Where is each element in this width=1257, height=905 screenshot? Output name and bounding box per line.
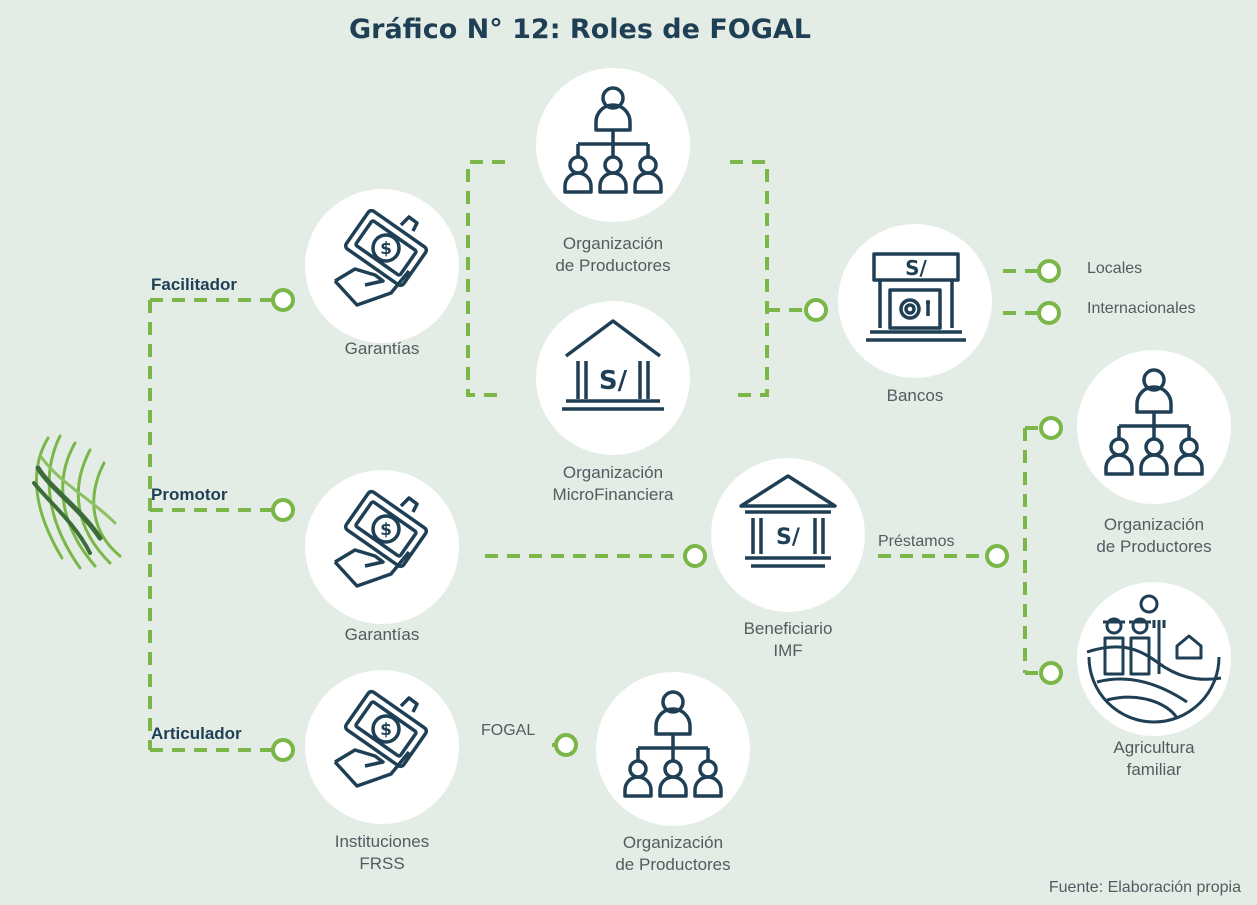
articulador-node xyxy=(271,738,295,762)
bancos-circle: S/ xyxy=(838,224,992,378)
promotor-node xyxy=(271,498,295,522)
instituciones-frss-circle: $ xyxy=(305,670,459,824)
org-productores-bottom-circle xyxy=(596,672,750,826)
org-microfinanciera-label: Organización MicroFinanciera xyxy=(552,463,674,504)
role-promotor: Promotor xyxy=(151,485,228,504)
beneficiario-imf-circle: S/ xyxy=(711,458,865,612)
org-right-node xyxy=(1039,416,1063,440)
fogal-node xyxy=(554,733,578,757)
farmers-field-icon xyxy=(1086,594,1222,724)
svg-text:S/: S/ xyxy=(599,366,628,396)
facilitador-node xyxy=(271,288,295,312)
garantias-label-1: Garantías xyxy=(344,339,420,358)
svg-text:S/: S/ xyxy=(776,525,801,550)
org-productores-top-circle xyxy=(536,68,690,222)
org-productores-bottom-label: Organización de Productores xyxy=(615,833,731,874)
org-microfinanciera-circle: S/ xyxy=(536,301,690,455)
svg-text:$: $ xyxy=(380,720,392,740)
money-hand-icon: $ xyxy=(333,208,429,307)
prestamos-node xyxy=(985,544,1009,568)
agricultura-node xyxy=(1039,661,1063,685)
page-title: Gráfico N° 12: Roles de FOGAL xyxy=(348,14,811,45)
money-hand-icon: $ xyxy=(333,689,429,788)
agricultura-familiar-label: Agricultura familiar xyxy=(1113,738,1195,779)
bancos-node xyxy=(804,298,828,322)
bracket-left xyxy=(466,160,505,397)
svg-text:$: $ xyxy=(380,239,392,259)
org-chart-icon xyxy=(563,86,663,194)
bank-building-icon: S/ xyxy=(562,319,664,411)
imf-node xyxy=(683,544,707,568)
bank-building-icon: S/ xyxy=(739,474,837,568)
org-productores-right-label: Organización de Productores xyxy=(1096,515,1212,556)
role-facilitador: Facilitador xyxy=(151,275,237,294)
source-note: Fuente: Elaboración propia xyxy=(1048,879,1241,896)
svg-text:S/: S/ xyxy=(905,256,927,280)
fogal-logo xyxy=(32,434,122,570)
locales-label: Locales xyxy=(1087,260,1143,277)
garantias-icon-circle-2: $ xyxy=(305,470,459,624)
role-articulador: Articulador xyxy=(151,724,242,743)
bancos-label: Bancos xyxy=(886,386,944,405)
org-chart-icon xyxy=(623,690,723,798)
agricultura-familiar-circle xyxy=(1077,582,1231,736)
internacionales-node xyxy=(1037,301,1061,325)
bank-safe-icon: S/ xyxy=(866,252,966,342)
fogal-label: FOGAL xyxy=(481,722,536,739)
internacionales-label: Internacionales xyxy=(1087,300,1196,317)
org-chart-icon xyxy=(1104,368,1204,476)
money-hand-icon: $ xyxy=(333,489,429,588)
garantias-label-2: Garantías xyxy=(344,625,420,644)
prestamos-label: Préstamos xyxy=(878,533,955,550)
bracket-right xyxy=(730,160,769,397)
org-productores-top-label: Organización de Productores xyxy=(555,234,671,275)
beneficiario-imf-label: Beneficiario IMF xyxy=(743,619,833,660)
garantias-icon-circle: $ xyxy=(305,189,459,343)
locales-node xyxy=(1037,259,1061,283)
svg-text:$: $ xyxy=(380,520,392,540)
org-productores-right-circle xyxy=(1077,350,1231,504)
instituciones-frss-label: Instituciones FRSS xyxy=(334,832,430,873)
